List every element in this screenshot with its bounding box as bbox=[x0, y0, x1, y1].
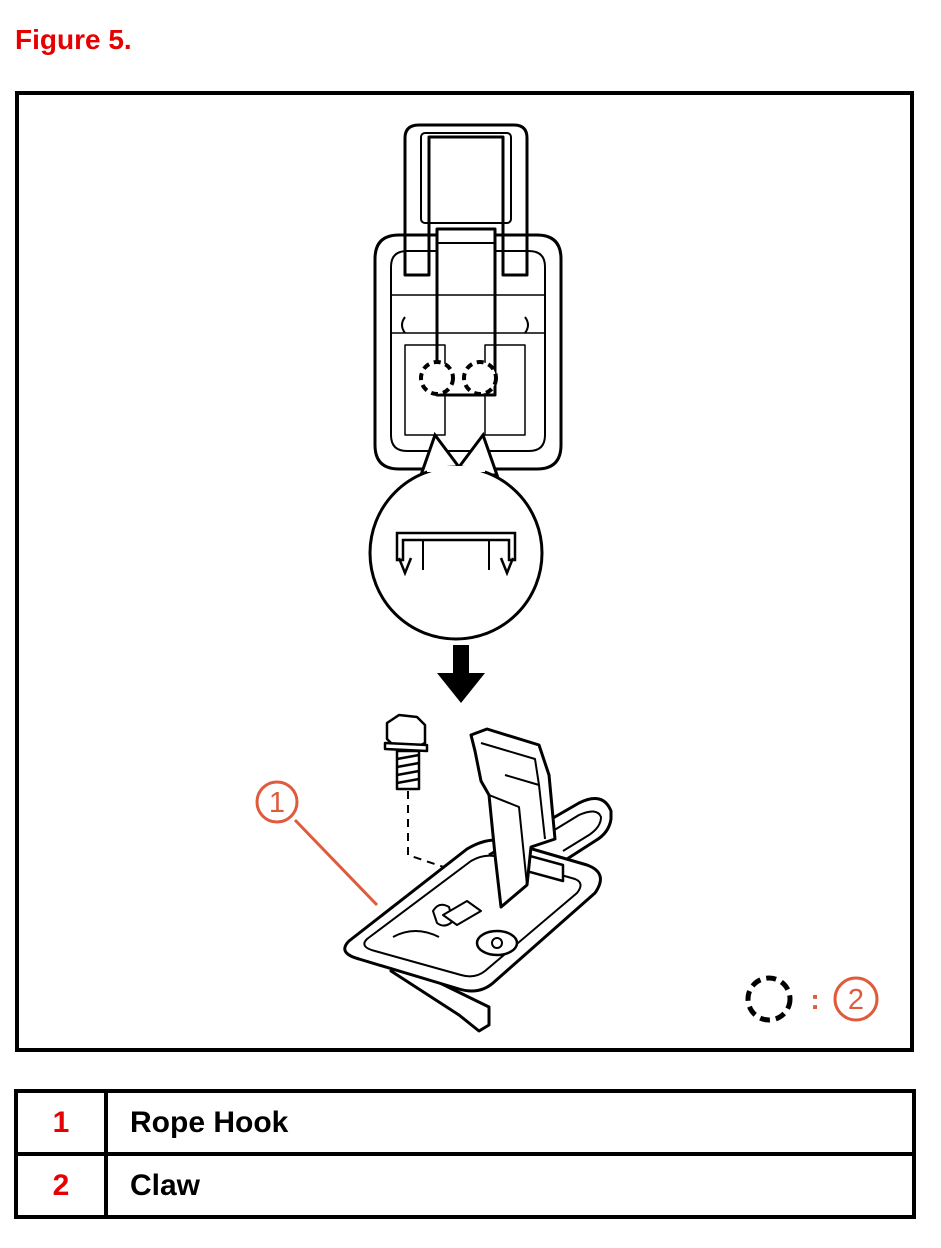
callout-1: 1 bbox=[255, 780, 379, 907]
figure-title: Figure 5. bbox=[15, 24, 132, 55]
dashed-circle-icon bbox=[745, 975, 793, 1023]
figure-frame: 1 : 2 bbox=[15, 91, 914, 1052]
bolt bbox=[383, 713, 429, 791]
callout-1-number: 1 bbox=[269, 787, 285, 819]
legend-label: Claw bbox=[104, 1152, 916, 1219]
table-row: 2 Claw bbox=[14, 1152, 916, 1219]
rope-hook-part bbox=[343, 727, 613, 1033]
legend-number: 1 bbox=[14, 1089, 108, 1156]
direction-arrow bbox=[437, 645, 485, 703]
legend-table: 1 Rope Hook 2 Claw bbox=[14, 1089, 916, 1219]
diagram-illustration: 1 : 2 bbox=[255, 123, 879, 1033]
key-separator: : bbox=[810, 984, 819, 1015]
claw-markers-top bbox=[419, 360, 498, 396]
legend-number: 2 bbox=[14, 1152, 108, 1219]
callout-2-number: 2 bbox=[848, 984, 864, 1016]
table-row: 1 Rope Hook bbox=[14, 1089, 916, 1156]
claw-key: : 2 bbox=[745, 975, 879, 1023]
claw-detail-magnifier bbox=[368, 431, 544, 641]
hook-top-view bbox=[373, 123, 563, 502]
legend-label: Rope Hook bbox=[104, 1089, 916, 1156]
